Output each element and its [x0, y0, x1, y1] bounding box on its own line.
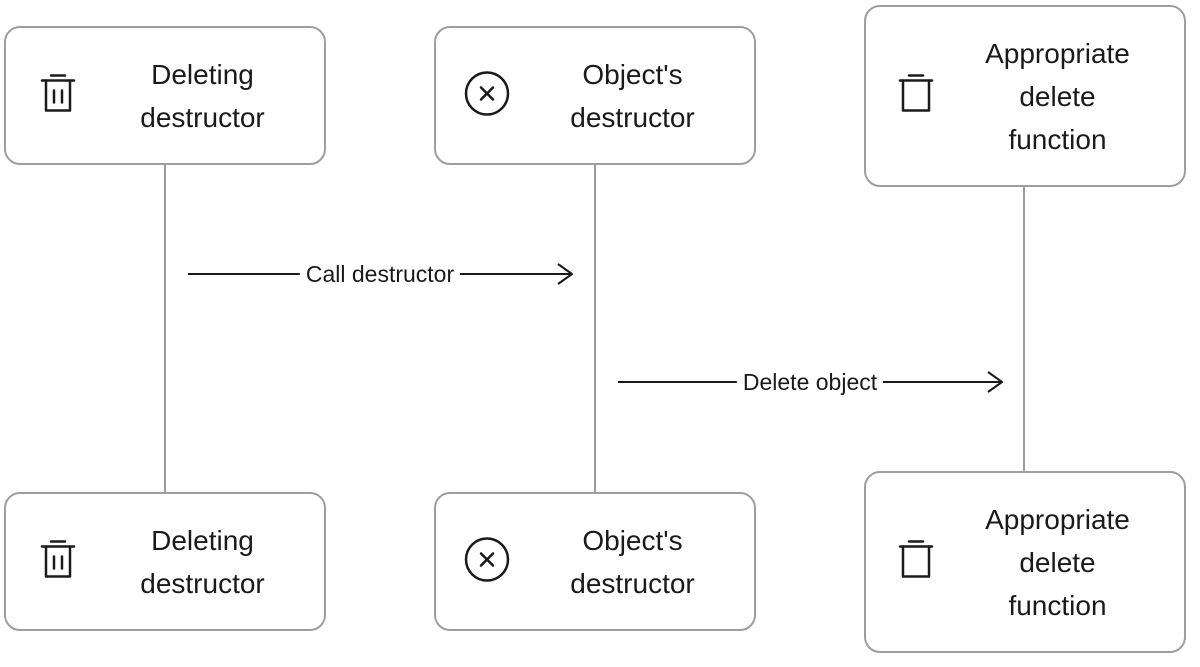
participant-deleting-destructor-top: Deleting destructor: [4, 26, 326, 165]
participant-objects-destructor-bottom: Object's destructor: [434, 492, 756, 631]
lifeline-objects-destructor: [594, 163, 596, 495]
circle-x-icon: [464, 536, 510, 587]
message-label: Call destructor: [299, 259, 461, 289]
lifeline-deleting-destructor: [164, 163, 166, 495]
participant-label: Deleting destructor: [140, 524, 265, 599]
trash-bin-icon: [38, 536, 78, 587]
participant-label: Object's destructor: [570, 524, 695, 599]
participant-label: Object's destructor: [570, 58, 695, 133]
message-label: Delete object: [736, 367, 884, 397]
circle-x-icon: [464, 70, 510, 121]
message-delete-object: Delete object: [618, 367, 1004, 397]
message-call-destructor: Call destructor: [188, 259, 574, 289]
trash-can-icon: [896, 537, 936, 588]
lifeline-delete-function: [1023, 185, 1025, 473]
participant-objects-destructor-top: Object's destructor: [434, 26, 756, 165]
trash-can-icon: [896, 71, 936, 122]
participant-label: Appropriate delete function: [985, 37, 1130, 155]
trash-bin-icon: [38, 70, 78, 121]
participant-deleting-destructor-bottom: Deleting destructor: [4, 492, 326, 631]
participant-label: Appropriate delete function: [985, 503, 1130, 621]
participant-label: Deleting destructor: [140, 58, 265, 133]
participant-delete-function-top: Appropriate delete function: [864, 5, 1186, 187]
participant-delete-function-bottom: Appropriate delete function: [864, 471, 1186, 653]
